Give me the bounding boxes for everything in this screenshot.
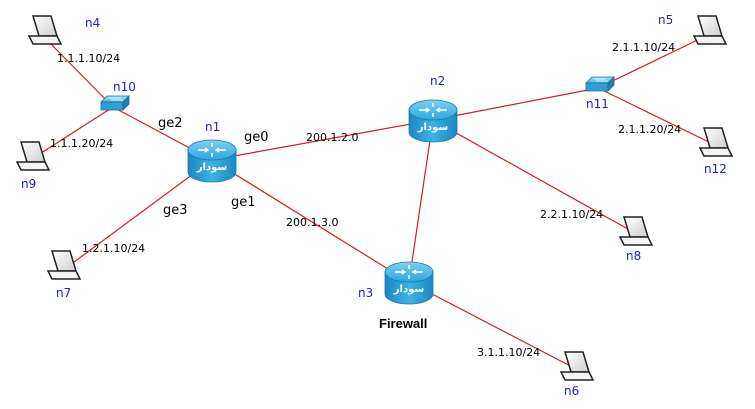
- laptop-icon-n9[interactable]: [15, 141, 51, 171]
- link-n4-n10: [44, 37, 114, 108]
- link-label-n11-n12: 2.1.1.20/24: [618, 123, 681, 136]
- interface-label-ge2: ge2: [158, 116, 183, 131]
- router-icon-n1[interactable]: سودار: [187, 139, 237, 183]
- laptop-icon-n12[interactable]: [698, 127, 734, 157]
- interface-label-ge0: ge0: [244, 130, 269, 145]
- router-icon-n2[interactable]: سودار: [408, 99, 458, 143]
- router-caption-n2: سودار: [417, 122, 449, 133]
- link-label-n1-n2: 200.1.2.0: [306, 131, 358, 144]
- link-n2-n3: [408, 119, 434, 283]
- link-label-n9-n10: 1.1.1.20/24: [50, 137, 113, 150]
- link-n3-n6: [408, 281, 579, 371]
- node-label-n6: n6: [564, 384, 579, 398]
- node-label-n7: n7: [56, 286, 71, 300]
- link-n11-n12: [597, 87, 716, 146]
- link-label-n4-n10: 1.1.1.10/24: [57, 52, 120, 65]
- node-label-n12: n12: [704, 162, 727, 176]
- link-n1-n2: [211, 119, 434, 161]
- laptop-icon-n8[interactable]: [618, 216, 654, 246]
- link-label-n7-n1: 1.2.1.10/24: [82, 242, 145, 255]
- link-label-n3-n6: 3.1.1.10/24: [477, 346, 540, 359]
- router-caption-n1: سودار: [196, 162, 228, 173]
- laptop-icon-n5[interactable]: [692, 15, 728, 45]
- interface-label-ge1: ge1: [231, 195, 256, 210]
- switch-icon-n11[interactable]: [585, 76, 615, 92]
- link-label-n5-n11: 2.1.1.10/24: [612, 41, 675, 54]
- link-labels: 1.1.1.10/24 1.1.1.20/24 ge2 1.2.1.10/24 …: [50, 41, 681, 359]
- node-label-n10: n10: [113, 80, 136, 94]
- switch-icon-n10[interactable]: [100, 95, 130, 111]
- link-n7-n1: [65, 159, 213, 269]
- firewall-label: Firewall: [379, 316, 427, 331]
- laptop-icon-n7[interactable]: [46, 250, 82, 280]
- hosts: [15, 15, 734, 381]
- router-icon-n3[interactable]: سودار: [384, 261, 434, 305]
- link-n2-n8: [432, 119, 636, 234]
- interface-label-ge3: ge3: [163, 203, 188, 218]
- link-n2-n11: [432, 87, 599, 121]
- switches: [100, 76, 615, 111]
- links: [34, 33, 716, 371]
- node-labels: n1 n2 n3 n10 n11 n4 n5 n6 n7 n8 n9 n12: [21, 13, 727, 398]
- node-label-n8: n8: [626, 249, 641, 263]
- node-label-n1: n1: [205, 120, 220, 134]
- routers: سودار سودار سودار: [187, 99, 458, 305]
- laptop-icon-n6[interactable]: [559, 351, 595, 381]
- laptop-icon-n4[interactable]: [27, 15, 63, 45]
- link-n5-n11: [597, 33, 711, 89]
- router-caption-n3: سودار: [393, 284, 425, 295]
- node-label-n5: n5: [658, 13, 673, 27]
- link-n9-n10: [34, 106, 114, 158]
- node-label-n3: n3: [358, 286, 373, 300]
- node-label-n9: n9: [21, 177, 36, 191]
- link-label-n1-n3: 200.1.3.0: [286, 216, 338, 229]
- node-label-n11: n11: [586, 97, 609, 111]
- link-label-n2-n8: 2.2.1.10/24: [540, 208, 603, 221]
- node-label-n4: n4: [85, 16, 100, 30]
- link-n1-n3: [211, 159, 410, 283]
- node-label-n2: n2: [430, 74, 445, 88]
